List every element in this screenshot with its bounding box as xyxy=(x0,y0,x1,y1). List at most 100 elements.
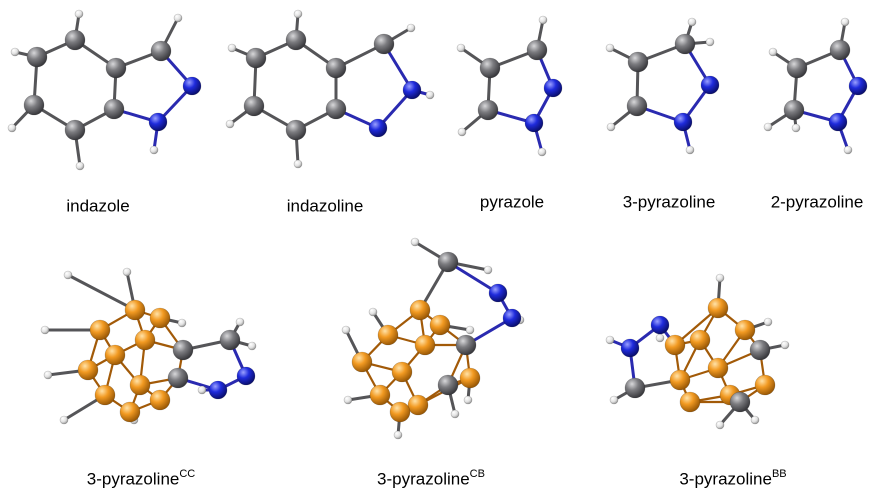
hydrogen-atom xyxy=(63,270,73,280)
boron-atom xyxy=(459,367,481,389)
3-pyrazoline-cb-structure xyxy=(341,237,525,440)
hydrogen-atom xyxy=(463,395,473,405)
hydrogen-atom xyxy=(655,333,665,343)
boron-atom xyxy=(754,374,776,396)
hydrogen-atom xyxy=(483,265,493,275)
indazoline-structure xyxy=(225,9,435,169)
boron-atom xyxy=(669,369,691,391)
carbon-atom xyxy=(829,39,851,61)
carbon-atom xyxy=(729,391,751,413)
carbon-atom xyxy=(477,99,499,121)
hydrogen-atom xyxy=(425,90,435,100)
hydrogen-atom xyxy=(687,17,697,27)
boron-atom xyxy=(149,307,171,329)
carbon-atom xyxy=(103,98,125,120)
carbon-atom xyxy=(674,33,696,55)
hydrogen-atom xyxy=(450,409,460,419)
hydrogen-atom xyxy=(843,145,853,155)
boron-atom xyxy=(389,401,411,423)
carbon-atom xyxy=(626,95,648,117)
hydrogen-atom xyxy=(293,159,303,169)
carbon-atom xyxy=(167,367,189,389)
boron-atom xyxy=(377,324,399,346)
nitrogen-atom xyxy=(368,118,388,138)
nitrogen-atom xyxy=(524,113,544,133)
hydrogen-atom xyxy=(149,145,159,155)
hydrogen-atom xyxy=(768,47,778,57)
carbon-atom xyxy=(23,94,45,116)
hydrogen-atom xyxy=(840,17,850,27)
hydrogen-atom xyxy=(605,43,615,53)
boron-atom xyxy=(707,297,729,319)
indazole-label: indazole xyxy=(66,196,130,216)
hydrogen-atom xyxy=(247,341,257,351)
carbon-atom xyxy=(455,334,477,356)
hydrogen-atom xyxy=(605,335,615,345)
hydrogen-atom xyxy=(225,119,235,129)
carbon-atom xyxy=(325,57,347,79)
hydrogen-atom xyxy=(235,317,245,327)
hydrogen-atom xyxy=(7,123,17,133)
hydrogen-atom xyxy=(715,420,725,430)
nitrogen-atom xyxy=(543,78,563,98)
3-pyrazoline-cc-structure xyxy=(40,267,257,425)
hydrogen-atom xyxy=(705,37,715,47)
hydrogen-atom xyxy=(341,325,351,335)
boron-atom xyxy=(124,299,146,321)
hydrogen-atom xyxy=(606,122,616,132)
boron-atom xyxy=(707,357,729,379)
nitrogen-atom xyxy=(148,112,168,132)
boron-atom xyxy=(391,361,413,383)
carbon-atom xyxy=(749,339,771,361)
hydrogen-atom xyxy=(410,237,420,247)
hydrogen-atom xyxy=(609,395,619,405)
boron-atom xyxy=(94,384,116,406)
hydrogen-atom xyxy=(59,415,69,425)
boron-atom xyxy=(407,394,429,416)
carbon-atom xyxy=(325,98,347,120)
carbon-atom xyxy=(172,339,194,361)
carbon-atom xyxy=(64,29,86,51)
3-pyrazoline-bb-label: 3-pyrazolineBB xyxy=(679,468,787,489)
hydrogen-atom xyxy=(40,325,50,335)
boron-atom xyxy=(414,334,436,356)
hydrogen-atom xyxy=(75,161,85,171)
hydrogen-atom xyxy=(227,43,237,53)
hydrogen-atom xyxy=(293,9,303,19)
boron-atom xyxy=(351,351,373,373)
boron-atom xyxy=(149,389,171,411)
hydrogen-atom xyxy=(122,267,132,277)
nitrogen-atom xyxy=(828,112,848,132)
boron-atom xyxy=(77,359,99,381)
hydrogen-atom xyxy=(197,385,207,395)
carbon-atom xyxy=(479,57,501,79)
hydrogen-atom xyxy=(456,43,466,53)
carbon-atom xyxy=(243,95,265,117)
hydrogen-atom xyxy=(368,307,378,317)
nitrogen-atom xyxy=(182,76,202,96)
nitrogen-atom xyxy=(673,112,693,132)
pyrazole-label: pyrazole xyxy=(479,192,545,212)
hydrogen-atom xyxy=(393,430,403,440)
hydrogen-atom xyxy=(10,47,20,57)
double-bond-marker xyxy=(116,68,121,110)
hydrogen-atom xyxy=(715,273,725,283)
carbon-atom xyxy=(627,51,649,73)
carbon-atom xyxy=(437,251,459,273)
bond xyxy=(66,273,137,312)
boron-atom xyxy=(429,314,451,336)
hydrogen-atom xyxy=(538,15,548,25)
nitrogen-atom xyxy=(848,76,868,96)
double-bond-marker xyxy=(490,68,495,111)
3-pyrazoline-label: 3-pyrazoline xyxy=(622,192,716,212)
hydrogen-atom xyxy=(343,395,353,405)
3-pyrazoline-structure xyxy=(605,17,720,155)
carbon-atom xyxy=(783,99,805,121)
hydrogen-atom xyxy=(763,122,773,132)
carbon-atom xyxy=(624,377,646,399)
boron-atom xyxy=(679,391,701,413)
double-bond-marker xyxy=(533,51,551,90)
hydrogen-atom xyxy=(173,13,183,23)
nitrogen-atom xyxy=(620,338,640,358)
boron-atom xyxy=(104,344,126,366)
